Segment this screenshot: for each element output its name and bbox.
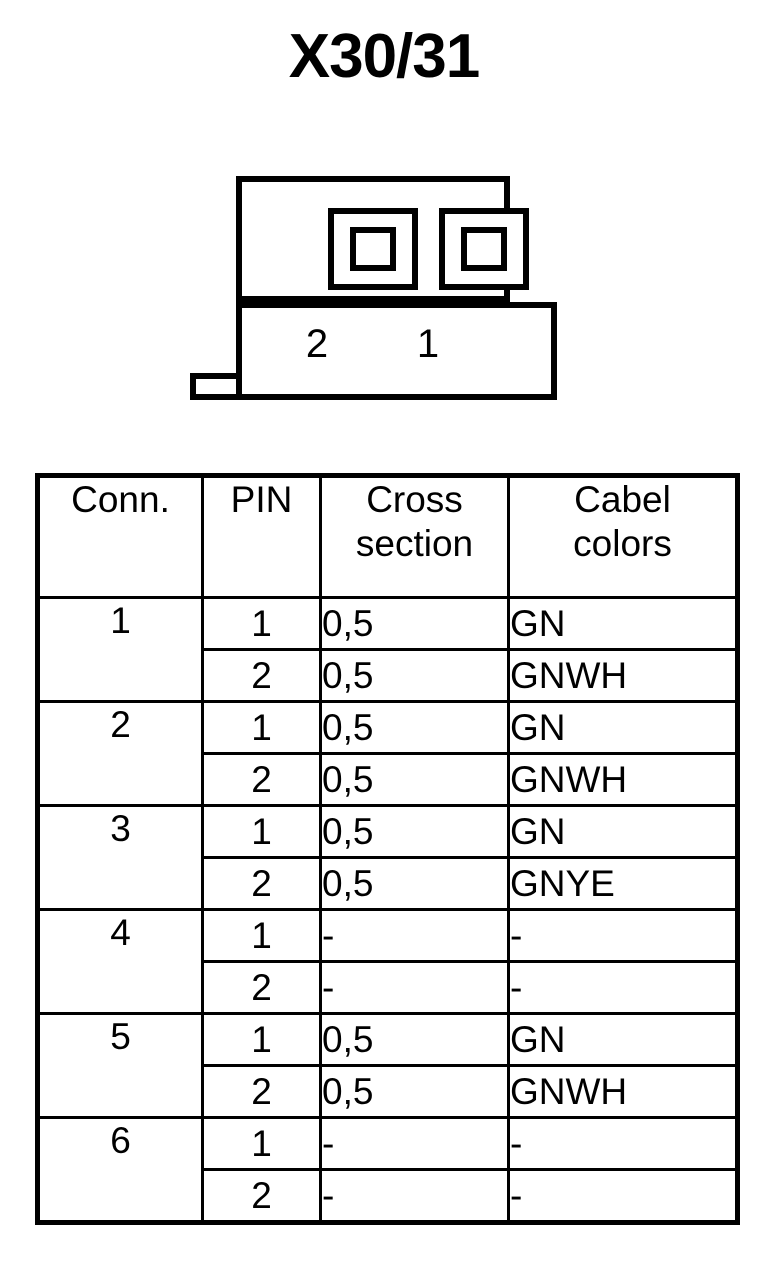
cell-cabel-color: - bbox=[507, 1168, 739, 1224]
connector-upper-housing bbox=[236, 176, 529, 302]
cell-cross-section: 0,5 bbox=[319, 596, 510, 651]
page-title: X30/31 bbox=[288, 22, 481, 91]
connector-lower-housing bbox=[236, 302, 557, 400]
cell-pin-number: 2 bbox=[201, 1064, 322, 1119]
cell-cabel-color: GN bbox=[507, 596, 739, 651]
pin-cavity-outer-1 bbox=[439, 208, 529, 290]
cell-pin-number: 1 bbox=[201, 700, 322, 755]
cell-cabel-color: GNWH bbox=[507, 752, 739, 807]
connector-symbol-diagram: 2 1 bbox=[186, 172, 566, 406]
cell-cross-section: 0,5 bbox=[319, 856, 510, 911]
cell-pin-number: 1 bbox=[201, 1012, 322, 1067]
cell-cross-section: 0,5 bbox=[319, 1064, 510, 1119]
pin-number-label-2: 2 bbox=[305, 322, 329, 366]
cell-cross-section: 0,5 bbox=[319, 1012, 510, 1067]
cell-cross-section: 0,5 bbox=[319, 804, 510, 859]
cell-cabel-color: - bbox=[507, 960, 739, 1015]
cell-connector-number: 2 bbox=[36, 700, 204, 807]
cell-cabel-color: GNYE bbox=[507, 856, 739, 911]
cell-connector-number: 5 bbox=[36, 1012, 204, 1119]
cell-cabel-color: GN bbox=[507, 700, 739, 755]
connector-latch-tab bbox=[190, 373, 242, 400]
cell-cross-section: - bbox=[319, 1168, 510, 1224]
cell-connector-number: 1 bbox=[36, 596, 204, 703]
cell-pin-number: 1 bbox=[201, 1116, 322, 1171]
cell-cross-section: 0,5 bbox=[319, 700, 510, 755]
cell-pin-number: 2 bbox=[201, 648, 322, 703]
cell-connector-number: 6 bbox=[36, 1116, 204, 1224]
cell-pin-number: 2 bbox=[201, 1168, 322, 1224]
table-row: 2-- bbox=[38, 1168, 739, 1224]
cell-connector-number: 3 bbox=[36, 804, 204, 911]
cell-cabel-color: - bbox=[507, 1116, 739, 1171]
table-header-row: Conn. PIN Cross section Cabel colors bbox=[36, 474, 739, 599]
table-header: Conn. PIN Cross section Cabel colors bbox=[36, 474, 739, 599]
cell-cabel-color: GN bbox=[507, 804, 739, 859]
cell-cross-section: - bbox=[319, 1116, 510, 1171]
cell-cross-section: 0,5 bbox=[319, 752, 510, 807]
column-header-cabel-colors: Cabel colors bbox=[507, 474, 739, 599]
pin-number-label-1: 1 bbox=[416, 322, 440, 366]
cell-cabel-color: - bbox=[507, 908, 739, 963]
table-row: 2-- bbox=[38, 960, 739, 1015]
cell-pin-number: 1 bbox=[201, 908, 322, 963]
cell-pin-number: 1 bbox=[201, 804, 322, 859]
cell-connector-number: 4 bbox=[36, 908, 204, 1015]
cell-pin-number: 2 bbox=[201, 752, 322, 807]
cell-cabel-color: GNWH bbox=[507, 648, 739, 703]
cell-cabel-color: GNWH bbox=[507, 1064, 739, 1119]
cell-cross-section: 0,5 bbox=[319, 648, 510, 703]
cell-pin-number: 1 bbox=[201, 596, 322, 651]
cell-cross-section: - bbox=[319, 960, 510, 1015]
pin-cavity-outer-2 bbox=[328, 208, 418, 290]
cell-cabel-color: GN bbox=[507, 1012, 739, 1067]
column-header-cross-section: Cross section bbox=[319, 474, 510, 599]
column-header-pin: PIN bbox=[201, 474, 322, 599]
pin-contact-inner-1 bbox=[461, 227, 507, 271]
cell-cross-section: - bbox=[319, 908, 510, 963]
cell-pin-number: 2 bbox=[201, 960, 322, 1015]
pin-contact-inner-2 bbox=[350, 227, 396, 271]
column-header-conn: Conn. bbox=[36, 474, 204, 599]
cell-pin-number: 2 bbox=[201, 856, 322, 911]
